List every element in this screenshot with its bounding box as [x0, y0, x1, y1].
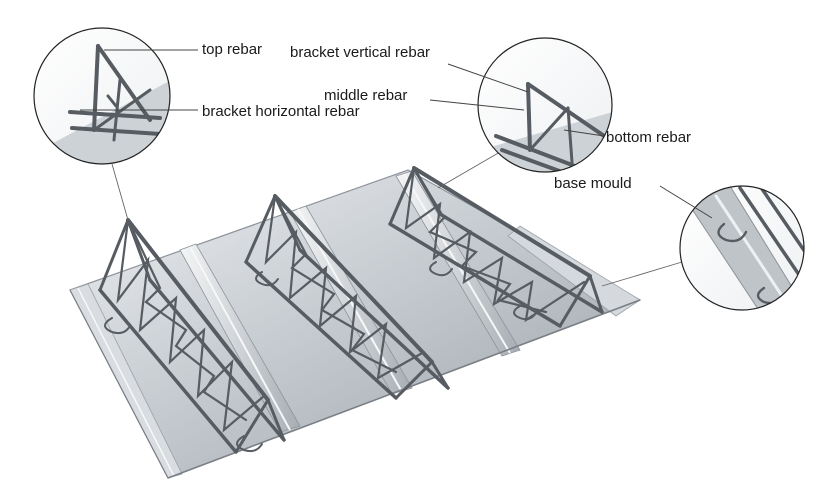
truss-middle	[244, 194, 450, 400]
truss-right	[388, 166, 604, 328]
label-leaders	[80, 49, 713, 219]
zoom-lens-right	[679, 185, 805, 311]
label-bracket-vertical-rebar: bracket vertical rebar	[290, 44, 431, 61]
label-middle-rebar: middle rebar	[324, 87, 408, 104]
zoom-lens-left	[33, 27, 171, 165]
lens-leaders	[111, 151, 683, 287]
zoom-lens-middle	[477, 37, 613, 173]
label-bottom-rebar: bottom rebar	[606, 129, 692, 146]
label-top-rebar: top rebar	[202, 41, 263, 58]
label-base-mould: base mould	[554, 175, 632, 192]
label-bracket-horizontal-rebar: bracket horizontal rebar	[202, 103, 360, 120]
truss-left	[98, 218, 286, 454]
